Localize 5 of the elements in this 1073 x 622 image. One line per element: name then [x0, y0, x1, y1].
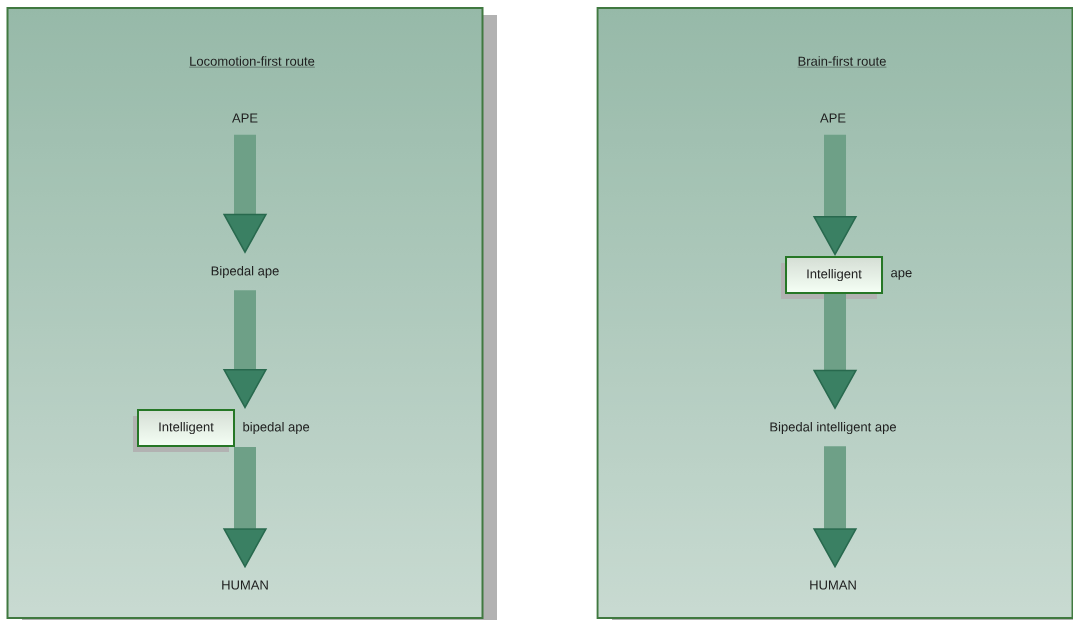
stage-label: APE	[820, 113, 846, 123]
panel-title: Brain-first route	[797, 56, 887, 68]
stage-label: Bipedal intelligent ape	[770, 421, 896, 435]
stage-label: HUMAN	[810, 580, 856, 590]
step-label: ape	[891, 270, 912, 280]
